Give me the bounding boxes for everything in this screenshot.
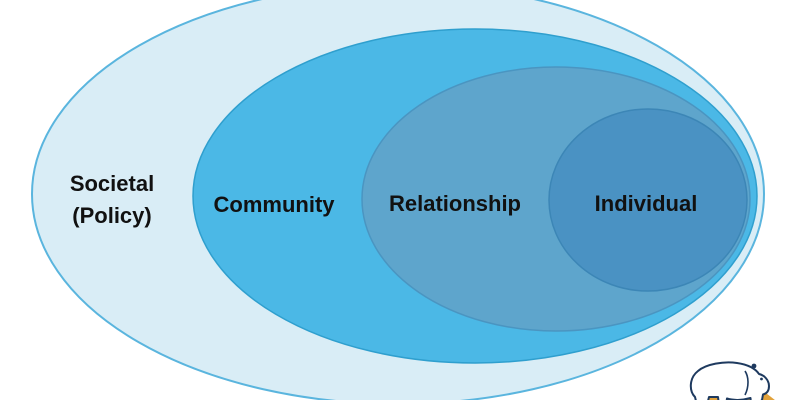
societal-label-line2: (Policy): [72, 203, 151, 228]
community-label: Community: [214, 192, 336, 217]
relationship-label: Relationship: [389, 191, 521, 216]
bear-shoulder-line: [744, 370, 749, 396]
bear-eye-icon: [760, 377, 763, 381]
polar-bear-icon: [689, 361, 770, 400]
bear-ear-icon: [751, 363, 757, 369]
individual-ellipse: [548, 108, 748, 292]
individual-label: Individual: [595, 191, 698, 216]
polar-bear-logo: [689, 361, 775, 400]
societal-label-line1: Societal: [70, 171, 154, 196]
